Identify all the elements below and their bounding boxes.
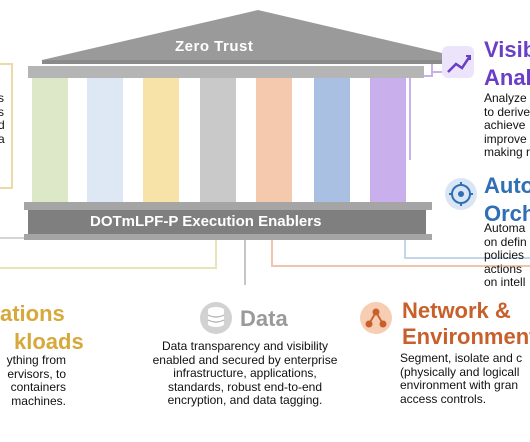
connector-automation [404, 240, 530, 259]
chart-icon [442, 46, 474, 78]
applications-heading: ations kloads [0, 301, 84, 354]
automation-heading: Auto Orch [484, 173, 530, 226]
visibility-text: Analyze to derive achieve improve making… [484, 91, 530, 159]
applications-text: ything from ervisors, to containers mach… [6, 353, 66, 408]
data-text: Data transparency and visibility enabled… [152, 339, 338, 407]
column-4 [200, 78, 236, 202]
capital-band [28, 66, 424, 78]
temple-roof [42, 10, 472, 60]
column-5 [256, 78, 292, 202]
left-fragment-text: s s d a [0, 91, 5, 146]
roof-title: Zero Trust [175, 38, 254, 55]
network-icon [360, 302, 392, 334]
column-1 [32, 78, 68, 202]
connector-left-lower [0, 240, 217, 269]
automation-text: Automa on defin policies actions on inte… [484, 221, 527, 289]
column-3 [143, 78, 179, 202]
base-title: DOTmLPF-P Execution Enablers [90, 213, 322, 230]
brain-gear-icon [445, 178, 477, 210]
network-heading: Network & Environment [402, 298, 530, 349]
connector-network [271, 240, 530, 267]
database-icon [200, 302, 232, 334]
temple-columns [32, 78, 406, 202]
network-text: Segment, isolate and c (physically and l… [400, 351, 523, 406]
temple-base [28, 210, 426, 234]
visibility-heading: Visib Anal [484, 37, 530, 90]
connector-left-outer [0, 63, 13, 189]
data-heading: Data [240, 306, 288, 331]
column-2 [87, 78, 123, 202]
column-6 [314, 78, 350, 202]
column-7 [370, 78, 406, 202]
